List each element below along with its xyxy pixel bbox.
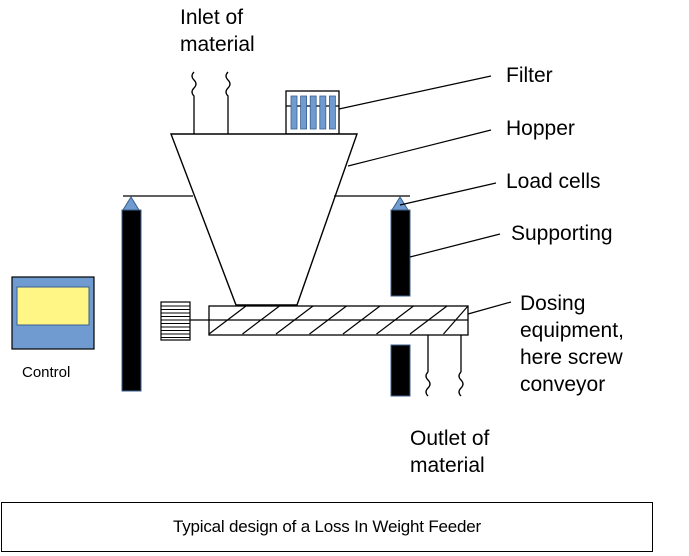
filter-element — [328, 95, 336, 130]
support-right-lower — [390, 344, 411, 397]
filter-element — [319, 95, 327, 130]
label-dosing: Dosing equipment, here screw conveyor — [520, 292, 624, 396]
hopper — [169, 133, 358, 306]
filter — [285, 90, 340, 135]
filter-element — [290, 95, 298, 130]
leader-filter — [338, 75, 492, 110]
leader-load-cells — [399, 182, 497, 206]
control-unit — [11, 276, 95, 350]
caption-box: Typical design of a Loss In Weight Feede… — [1, 502, 653, 552]
label-filter: Filter — [506, 64, 553, 87]
screw-flight — [342, 305, 381, 335]
outlet-pipes — [425, 335, 464, 397]
label-inlet: Inlet of material — [180, 6, 255, 56]
label-hopper: Hopper — [506, 117, 575, 140]
screw-flights — [208, 305, 469, 335]
caption: Typical design of a Loss In Weight Feede… — [172, 517, 482, 536]
load-cell-left — [122, 196, 140, 211]
control-display — [16, 286, 90, 326]
screw-conveyor — [208, 305, 469, 336]
label-control: Control — [22, 364, 71, 381]
screw-flight — [208, 305, 247, 335]
outlet-pipe-right-break-icon — [458, 371, 464, 397]
filter-element — [300, 95, 308, 130]
screw-flight — [443, 305, 469, 335]
screw-flight — [376, 305, 414, 335]
label-outlet: Outlet of material — [410, 427, 490, 477]
filter-elements — [290, 95, 336, 130]
label-supporting: Supporting — [511, 222, 613, 245]
screw-flight — [242, 305, 280, 335]
inlet-pipes — [191, 71, 231, 134]
inlet-pipe-right-break-icon — [225, 71, 231, 100]
screw-flight — [309, 305, 347, 335]
label-load-cells: Load cells — [506, 170, 601, 193]
outlet-pipe-left-break-icon — [425, 371, 431, 397]
leader-hopper — [347, 129, 492, 167]
screw-flight — [409, 305, 448, 335]
leader-supporting — [409, 233, 501, 258]
filter-element — [309, 95, 317, 130]
inlet-pipe-left-break-icon — [191, 71, 197, 100]
support-left — [121, 209, 142, 392]
screw-flight — [275, 305, 314, 335]
drive-motor — [160, 301, 191, 341]
leader-dosing — [467, 301, 512, 315]
support-right-upper — [390, 209, 411, 297]
